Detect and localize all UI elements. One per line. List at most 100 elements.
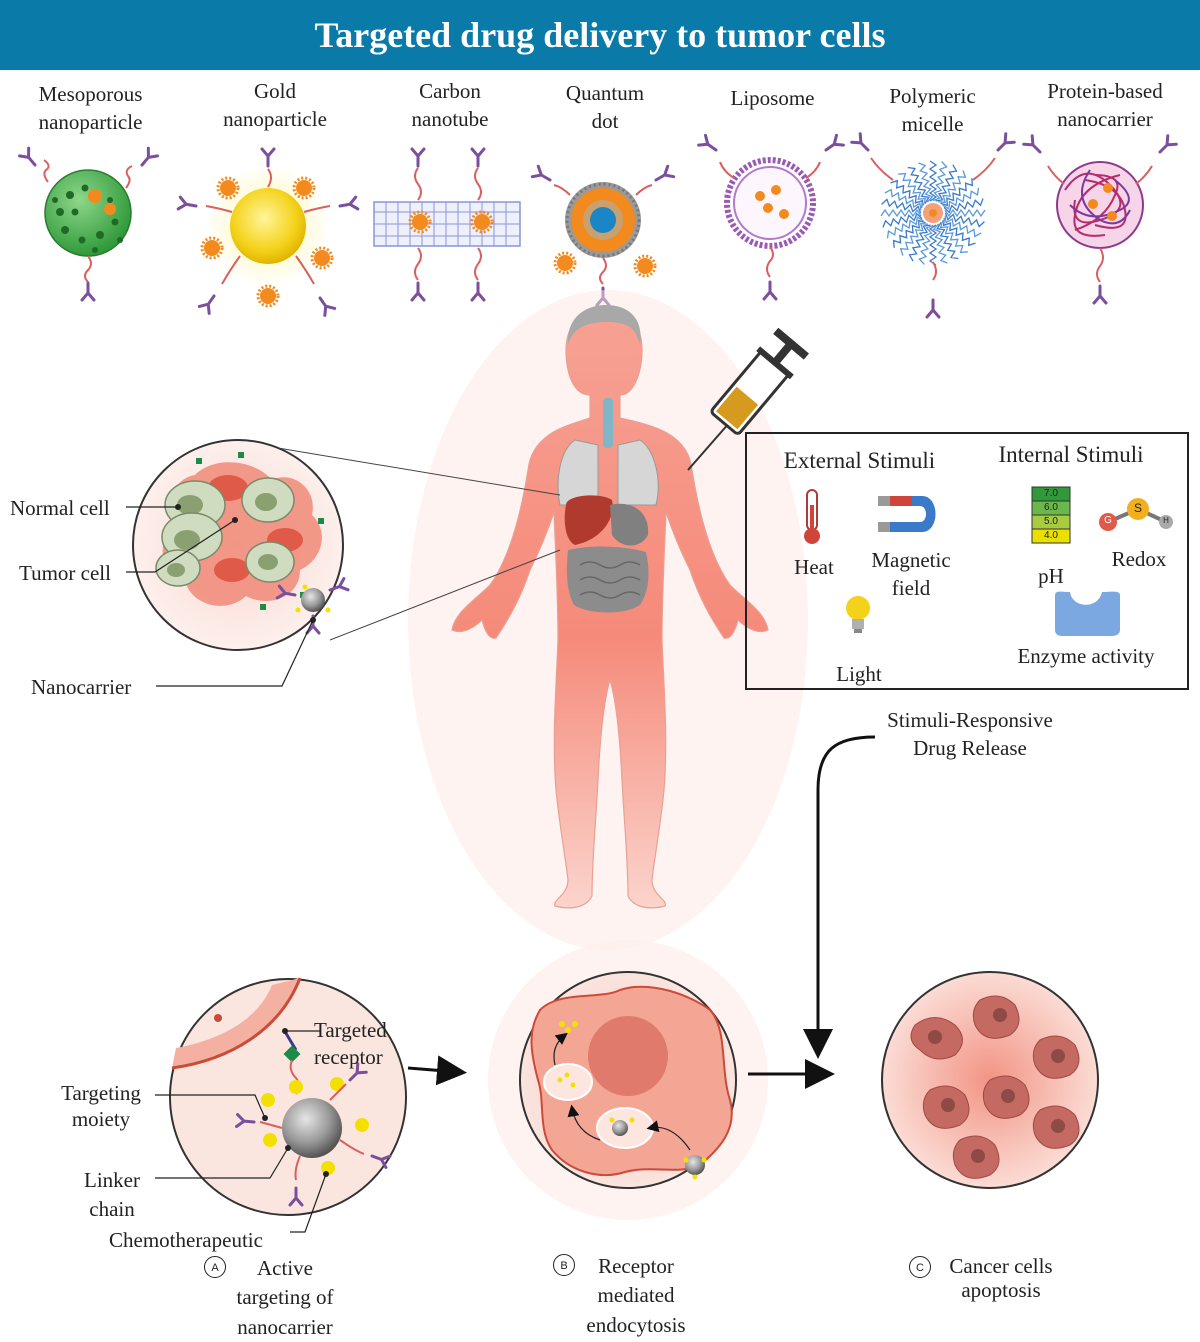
light-bulb-icon <box>846 596 870 633</box>
ph-values: 7.0 6.0 5.0 4.0 <box>1032 487 1070 543</box>
label-liposome: Liposome <box>700 84 845 112</box>
panel-a-caption: Active targeting of nanocarrier <box>215 1254 355 1342</box>
micelle-chain <box>938 170 967 204</box>
label-line: Linker <box>84 1168 140 1192</box>
label-line: Polymeric <box>889 84 976 108</box>
label-mesoporous-nanoparticle: Mesoporous nanoparticle <box>18 80 163 137</box>
label-line: Stimuli-Responsive <box>887 708 1053 732</box>
label-line: mediated <box>597 1283 675 1308</box>
intestines-icon <box>566 546 649 613</box>
micelle-chain <box>899 222 928 256</box>
panel-b-badge: B <box>553 1254 575 1276</box>
micelle-chain <box>880 208 922 218</box>
micelle-chain <box>907 166 930 204</box>
chemotherapeutic-label: Chemotherapeutic <box>109 1228 263 1252</box>
panel-a-badge: A <box>204 1256 226 1278</box>
syringe-icon <box>687 327 809 471</box>
page-title: Targeted drug delivery to tumor cells <box>0 0 1200 70</box>
label-line: Gold <box>254 79 296 103</box>
quantum-dot-icon <box>530 164 676 307</box>
label-line: nanoparticle <box>38 110 143 135</box>
lungs-icon <box>557 398 659 506</box>
label-line: Targeted <box>314 1018 387 1042</box>
micelle-chain <box>944 212 985 228</box>
label-line: dot <box>591 109 619 134</box>
micelle-chain <box>936 222 959 260</box>
micelle-chain <box>882 212 923 228</box>
polymeric-micelle-icon <box>850 132 1016 319</box>
micelle-chain <box>886 216 924 239</box>
label-line: Targeting <box>61 1081 141 1105</box>
redox-molecule-icon <box>1099 498 1173 531</box>
redox-atom-h: H <box>1163 516 1169 525</box>
label-line: nanocarrier <box>237 1314 333 1339</box>
mesoporous-nanoparticle-icon <box>17 146 160 302</box>
nanocarrier-label: Nanocarrier <box>31 675 132 699</box>
label-line: nanocarrier <box>1057 107 1153 132</box>
label-carbon-nanotube: Carbon nanotube <box>380 77 520 134</box>
nanocarrier-in-tissue <box>275 577 350 635</box>
redox-atom-s: S <box>1133 501 1142 515</box>
label-polymeric-micelle: Polymeric micelle <box>860 82 1005 139</box>
micelle-chain <box>918 162 934 203</box>
internal-stimuli-title: Internal Stimuli <box>998 442 1144 467</box>
enzyme-activity-label: Enzyme activity <box>1017 644 1155 668</box>
micelle-chain <box>944 208 986 218</box>
enzyme-icon <box>1055 591 1120 636</box>
micelle-chain <box>939 220 968 254</box>
label-line: apoptosis <box>961 1278 1041 1303</box>
micelle-chain <box>884 188 922 211</box>
linker-chain-label: Linker chain <box>66 1166 158 1225</box>
label-line: Liposome <box>730 86 815 110</box>
liver-stomach-icon <box>564 495 649 546</box>
micelle-chain <box>943 198 984 214</box>
external-stimuli-title: External Stimuli <box>783 448 936 473</box>
heat-label: Heat <box>794 555 834 579</box>
micelle-chain <box>932 161 948 202</box>
panel-b-circle <box>488 940 768 1220</box>
label-line: Mesoporous <box>38 82 143 106</box>
ph-value: 5.0 <box>1044 516 1058 527</box>
label-line: nanotube <box>411 107 489 132</box>
micelle-chain <box>935 164 958 202</box>
label-line: chain <box>89 1197 135 1222</box>
label-line: Active <box>257 1256 313 1280</box>
ph-value: 6.0 <box>1044 502 1058 513</box>
human-body-illustration <box>408 290 808 950</box>
label-line: Protein-based <box>1047 79 1163 103</box>
label-line: Carbon <box>419 79 481 103</box>
label-line: Cancer cells <box>949 1254 1053 1278</box>
tumor-cell-label: Tumor cell <box>19 561 111 585</box>
micelle-chain <box>892 219 926 248</box>
panel-c-caption: Cancer cells apoptosis <box>930 1254 1072 1302</box>
label-line: nanoparticle <box>223 107 327 132</box>
label-quantum-dot: Quantum dot <box>540 79 670 136</box>
label-line: moiety <box>71 1107 131 1132</box>
panel-a-circle <box>155 977 407 1233</box>
label-line: Quantum <box>565 81 645 105</box>
label-line: Receptor <box>598 1254 674 1278</box>
ph-value: 4.0 <box>1044 530 1058 541</box>
label-line: targeting of <box>236 1285 334 1310</box>
liposome-icon <box>697 133 845 301</box>
micelle-chain <box>898 172 927 206</box>
thermometer-icon <box>804 489 820 544</box>
label-line: Drug Release <box>913 736 1027 761</box>
panel-c-badge: C <box>909 1256 931 1278</box>
panel-c-circle <box>881 971 1099 1189</box>
targeted-receptor-label: Targeted receptor <box>314 1017 387 1072</box>
micelle-chain <box>881 198 922 214</box>
tissue-zoom-circle <box>126 439 561 687</box>
label-line: micelle <box>901 112 964 137</box>
ph-label: pH <box>1038 564 1064 588</box>
ph-scale-icon <box>1031 486 1071 544</box>
normal-cells <box>155 477 295 587</box>
micelle-chain <box>928 224 938 266</box>
micelle-chain <box>890 179 924 208</box>
micelle-chain <box>932 223 948 264</box>
stimuli-box <box>745 432 1189 690</box>
micelle-chain <box>918 224 934 265</box>
micelle-chain <box>942 187 980 210</box>
gold-nanoparticle-icon <box>176 147 360 317</box>
